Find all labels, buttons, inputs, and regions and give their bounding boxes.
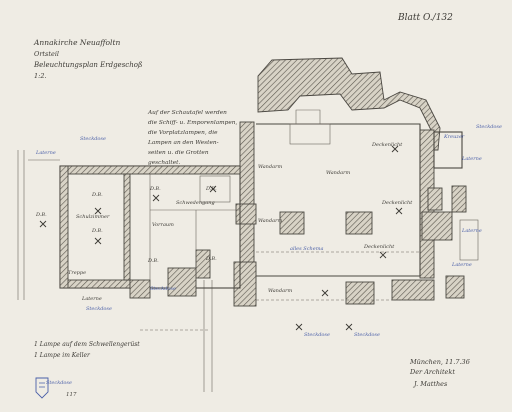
top-note-line: seiten u. die Grotten	[148, 150, 209, 156]
fixture-label: D.B.	[205, 186, 217, 192]
blue-annotations: Steckdose Steckdose Steckdose Steckdose …	[35, 124, 502, 386]
fixture-label: D.B.	[91, 192, 103, 198]
fixture-label: Deckenlicht	[381, 200, 413, 206]
signature-line: Der Architekt	[409, 368, 455, 376]
blue-label: Steckdose	[304, 332, 330, 338]
blue-label: Kreuzer	[443, 134, 465, 140]
room-labels: Schulzimmer Schwedengang Laterne Vorraum…	[35, 142, 413, 302]
blue-label: Laterne	[461, 156, 482, 162]
blue-label: Laterne	[35, 150, 56, 156]
blue-label: Steckdose	[80, 136, 106, 142]
blue-label: Laterne	[451, 262, 472, 268]
title-line-2: Ortsteil	[34, 50, 59, 58]
room-label: Schulzimmer	[76, 214, 110, 220]
top-note-line: Auf der Schautafel werden	[147, 110, 227, 116]
fixture-label: D.B.	[205, 256, 217, 262]
blue-label: alles Schema	[290, 246, 323, 252]
blue-label: Laterne	[461, 228, 482, 234]
top-note-line: geschaltet.	[148, 160, 180, 166]
wall-label: Wandarm	[258, 218, 282, 224]
fixture-label: D.B.	[147, 258, 159, 264]
bottom-note-line: 1 Lampe auf dem Schwellengerüst	[34, 341, 140, 348]
top-note-line: die Vorplatzlampen, die	[148, 130, 218, 136]
signature-line: J. Matthes	[412, 380, 448, 388]
blue-label: Steckdose	[46, 380, 72, 386]
title-line-1: Annakirche Neuaffoltn	[33, 38, 120, 47]
fixture-marks	[39, 145, 403, 331]
archive-stamp	[35, 377, 49, 399]
wall-label: Wandarm	[326, 170, 350, 176]
fixture-label: D.B.	[35, 212, 47, 218]
room-label: Treppe	[68, 270, 86, 276]
fixture-label: Deckenlicht	[363, 244, 395, 250]
sheet-number: Blatt O./132	[397, 13, 453, 23]
top-note: Auf der Schautafel werden die Schiff- u.…	[147, 110, 238, 166]
blue-label: Steckdose	[86, 306, 112, 312]
blue-label: Steckdose	[476, 124, 502, 130]
room-label: Vorraum	[152, 222, 174, 228]
bottom-note-line: 1 Lampe im Keller	[34, 352, 91, 359]
top-note-line: Lampen an den Westen-	[147, 140, 219, 146]
fixture-label: D.B.	[91, 228, 103, 234]
scale-label: 1:2.	[34, 72, 47, 80]
blue-label: Steckdose	[354, 332, 380, 338]
wall-label: Wandarm	[258, 164, 282, 170]
wing-walls	[17, 131, 479, 300]
stamp-number: 117	[66, 392, 77, 398]
title-line-3: Beleuchtungsplan Erdgeschoß	[33, 61, 143, 69]
fixture-label: D.B.	[149, 186, 161, 192]
top-note-line: die Schiff- u. Emporenlampen,	[148, 120, 238, 126]
fixture-label: Deckenlicht	[371, 142, 403, 148]
church-walls	[140, 57, 465, 392]
blue-label: Steckdose	[150, 286, 176, 292]
wall-label: Wandarm	[268, 288, 292, 294]
room-label: Schwedengang	[176, 200, 215, 206]
signature-line: München, 11.7.36	[409, 358, 470, 366]
room-label: Laterne	[81, 296, 102, 302]
